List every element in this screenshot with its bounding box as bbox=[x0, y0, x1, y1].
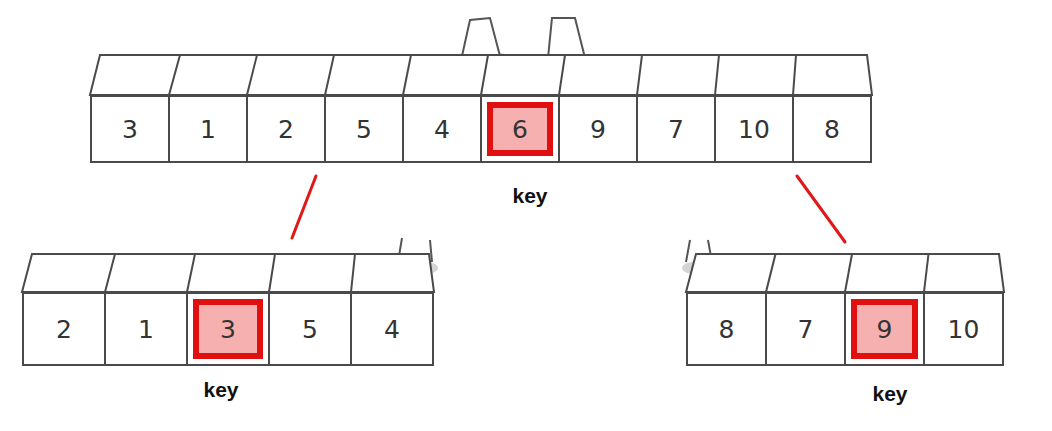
array-value: 2 bbox=[56, 315, 72, 344]
array-cell: 7 bbox=[636, 95, 716, 163]
lid-divider bbox=[924, 254, 929, 292]
array-value: 8 bbox=[719, 315, 735, 344]
array-cell: 7 bbox=[765, 292, 846, 366]
array-cell: 8 bbox=[686, 292, 767, 366]
lid-divider bbox=[169, 55, 180, 95]
lid-divider bbox=[187, 254, 195, 292]
array-value: 4 bbox=[384, 315, 400, 344]
lid-outline bbox=[90, 55, 872, 95]
array-cell: 2 bbox=[246, 95, 326, 163]
key-cell: 6 bbox=[480, 95, 560, 163]
array-cell: 10 bbox=[923, 292, 1004, 366]
key-label: key bbox=[872, 382, 907, 406]
lid-outline bbox=[686, 254, 1004, 292]
array-cell: 1 bbox=[104, 292, 188, 366]
array-value: 10 bbox=[738, 115, 770, 144]
lid-divider bbox=[403, 55, 411, 95]
array-value: 2 bbox=[278, 115, 294, 144]
array-value: 7 bbox=[798, 315, 814, 344]
lid-divider bbox=[269, 254, 275, 292]
lid-outline bbox=[22, 254, 434, 292]
lid-divider bbox=[481, 55, 488, 95]
array-value: 6 bbox=[512, 115, 528, 144]
array-cell: 5 bbox=[268, 292, 352, 366]
array-cell: 4 bbox=[350, 292, 434, 366]
array-cell: 4 bbox=[402, 95, 482, 163]
lid-divider bbox=[845, 254, 852, 292]
array-cell: 1 bbox=[168, 95, 248, 163]
array-value: 1 bbox=[138, 315, 154, 344]
lid-divider bbox=[325, 55, 334, 95]
key-label: key bbox=[512, 184, 547, 208]
lid-divider bbox=[351, 254, 355, 292]
key-cell: 9 bbox=[844, 292, 925, 366]
array-value: 7 bbox=[668, 115, 684, 144]
array-value: 5 bbox=[356, 115, 372, 144]
key-cell: 3 bbox=[186, 292, 270, 366]
array-value: 8 bbox=[824, 115, 840, 144]
array-cell: 9 bbox=[558, 95, 638, 163]
array-value: 4 bbox=[434, 115, 450, 144]
array-value: 10 bbox=[948, 315, 980, 344]
array-value: 3 bbox=[220, 315, 236, 344]
array-value: 1 bbox=[200, 115, 216, 144]
array-cell: 8 bbox=[792, 95, 872, 163]
lid-divider bbox=[637, 55, 642, 95]
lid-divider bbox=[715, 55, 719, 95]
key-label: key bbox=[203, 378, 238, 402]
lid-divider bbox=[105, 254, 115, 292]
array-value: 3 bbox=[122, 115, 138, 144]
split-lines bbox=[292, 176, 845, 242]
array-cell: 5 bbox=[324, 95, 404, 163]
lid-divider bbox=[247, 55, 257, 95]
lid-divider bbox=[766, 254, 776, 292]
lid-divider bbox=[559, 55, 565, 95]
lid-divider bbox=[793, 55, 796, 95]
box-lids bbox=[22, 55, 1004, 292]
array-value: 9 bbox=[877, 315, 893, 344]
array-value: 5 bbox=[302, 315, 318, 344]
array-cell: 2 bbox=[22, 292, 106, 366]
array-value: 9 bbox=[590, 115, 606, 144]
array-cell: 10 bbox=[714, 95, 794, 163]
array-cell: 3 bbox=[90, 95, 170, 163]
